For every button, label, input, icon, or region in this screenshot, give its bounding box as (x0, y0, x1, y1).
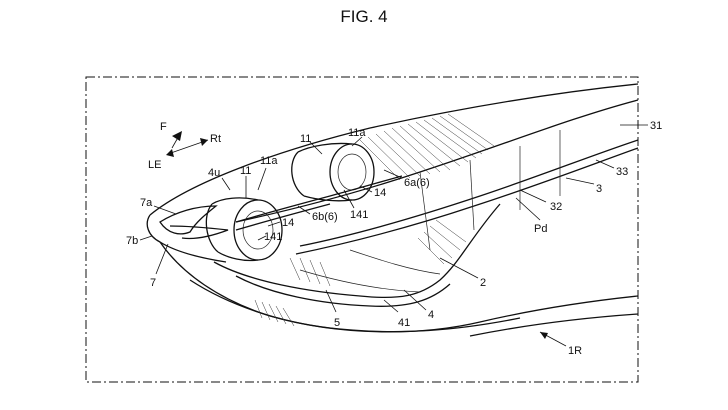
lower-trailing-edge (469, 313, 639, 337)
floor-seam (349, 249, 441, 275)
lead-5 (325, 289, 337, 313)
skin-rear-edge (299, 139, 639, 247)
part-7-lower (169, 225, 229, 240)
roller-left-top (211, 197, 259, 205)
lead-7a (153, 205, 177, 215)
label-6b: 6b(6) (312, 211, 338, 223)
lead-141-left (257, 235, 267, 241)
floor-seam-2 (299, 269, 421, 293)
cavity-floor (235, 275, 451, 307)
rib-line-2 (469, 159, 475, 231)
arrow-f-head (172, 131, 182, 141)
lead-11a-right (351, 136, 363, 147)
lead-33 (595, 159, 615, 169)
label-141-right: 141 (350, 209, 368, 221)
label-5: 5 (334, 317, 340, 329)
arrow-rt-head (200, 138, 208, 146)
lead-11a-left (257, 167, 267, 191)
lead-6a (383, 169, 403, 179)
label-14-left: 14 (282, 217, 294, 229)
lead-14-left (267, 221, 281, 227)
part-7 (159, 205, 229, 240)
lead-14-right (359, 185, 373, 193)
lead-2 (439, 257, 479, 279)
label-7b: 7b (126, 235, 138, 247)
roller-left (205, 197, 283, 262)
label-6a: 6a(6) (404, 177, 430, 189)
upper-hatch (359, 113, 495, 181)
lead-7 (155, 243, 169, 275)
lower-panel-edge (189, 279, 521, 333)
cavity-hatch (417, 219, 467, 265)
blade-body (146, 83, 639, 337)
roller-right-inner (337, 153, 367, 191)
label-32: 32 (550, 201, 562, 213)
arrow-le-head (166, 149, 174, 157)
label-141-left: 141 (264, 231, 282, 243)
reference-labels: 31 33 3 32 Pd 2 11a 11 6a(6) 14 141 6b(6… (126, 120, 662, 357)
label-7a: 7a (140, 197, 153, 209)
label-4: 4 (428, 309, 434, 321)
lead-7b (139, 235, 153, 241)
part-7-wedge (159, 205, 218, 235)
label-14-right: 14 (374, 187, 386, 199)
lead-41 (383, 299, 399, 313)
dir-rt-label: Rt (210, 133, 221, 145)
roller-left-face (233, 199, 283, 261)
roller-right-bottom (303, 195, 353, 202)
roller-left-bottom (217, 251, 259, 262)
direction-indicator: F Rt LE (148, 121, 221, 171)
roller-left-inner (242, 210, 274, 250)
label-4u: 4u (208, 167, 220, 179)
leader-lines (139, 124, 648, 347)
label-3: 3 (596, 183, 602, 195)
lead-pd (515, 197, 541, 221)
blade-upper-surface (149, 83, 639, 216)
lead-11-right (309, 141, 323, 155)
lower-hatch (254, 299, 295, 327)
label-2: 2 (480, 277, 486, 289)
roller-right-face (329, 143, 375, 201)
floor-hatch (289, 257, 331, 287)
lead-1r-arrowhead (540, 332, 548, 339)
label-31: 31 (650, 120, 662, 132)
label-7: 7 (150, 277, 156, 289)
lead-3 (565, 177, 595, 185)
figure-title: FIG. 4 (340, 7, 387, 26)
hatching (254, 113, 495, 327)
label-33: 33 (616, 166, 628, 178)
lead-4 (403, 289, 427, 311)
inner-cavity-wall (213, 203, 501, 299)
label-11-right: 11 (300, 133, 311, 145)
rib-line-1 (419, 171, 431, 251)
roller-right (291, 142, 375, 202)
roller-left-back (205, 203, 219, 253)
boundary-frame (85, 76, 639, 383)
label-11-left: 11 (240, 165, 251, 177)
label-1r: 1R (568, 345, 582, 357)
lead-32 (519, 189, 547, 203)
rail-6b-lower (235, 203, 331, 231)
label-pd: Pd (534, 223, 547, 235)
label-41: 41 (398, 317, 410, 329)
upper-skin-edge (235, 99, 639, 223)
lead-4u (221, 177, 231, 191)
label-11a-left: 11a (260, 155, 278, 167)
rail-6b (235, 175, 403, 223)
lead-6b (297, 205, 311, 215)
dir-f-label: F (160, 121, 167, 133)
dir-le-label: LE (148, 159, 161, 171)
lead-141-right (343, 189, 355, 209)
roller-right-back (291, 151, 305, 197)
skin-rear-edge-2 (295, 147, 639, 255)
label-11a-right: 11a (348, 127, 366, 139)
roller-right-top (297, 142, 353, 153)
